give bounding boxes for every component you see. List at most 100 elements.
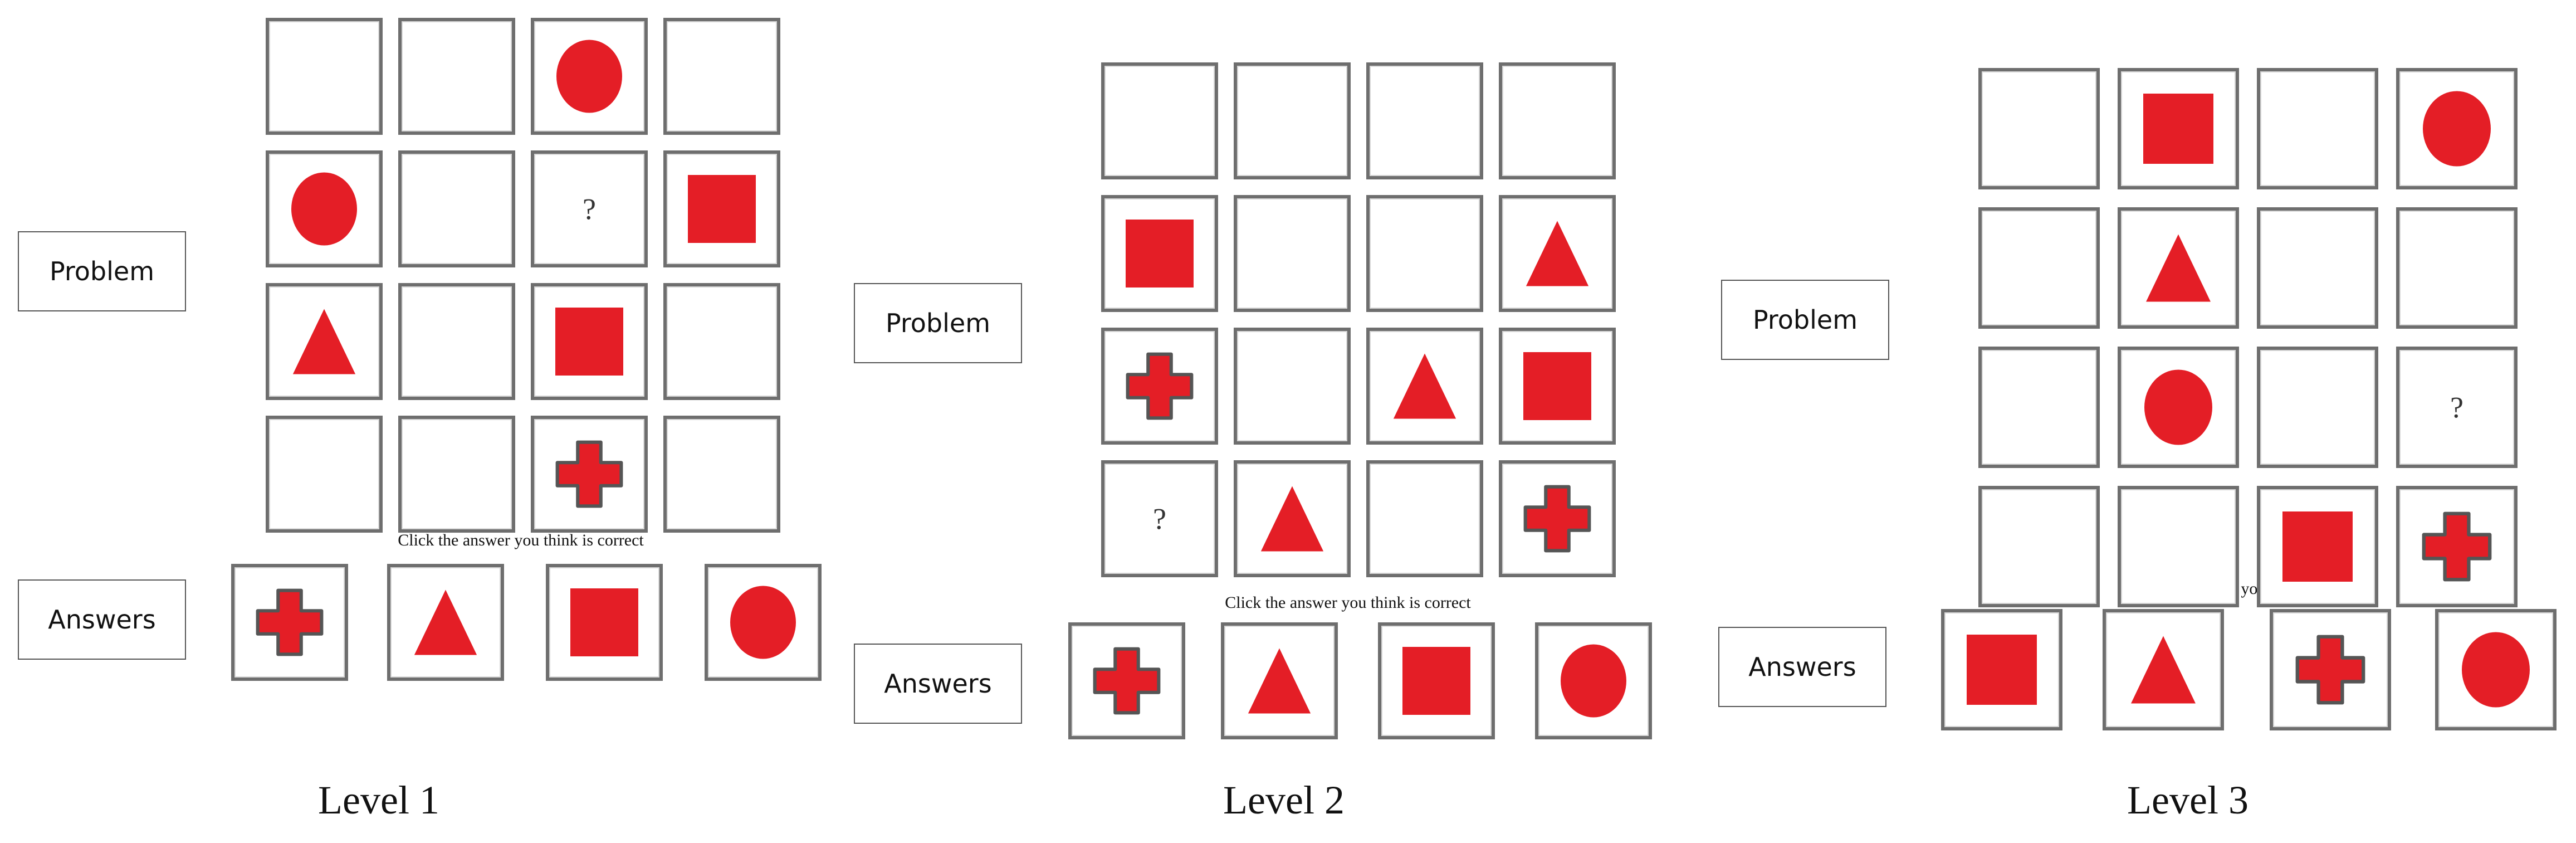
answer-option-triangle[interactable]: [387, 564, 504, 681]
grid-cell: [1366, 460, 1483, 577]
cross-icon: [555, 440, 623, 508]
grid-cell: [663, 18, 780, 135]
grid-cell: [398, 150, 515, 267]
level-title: Level 3: [2127, 778, 2248, 822]
grid-cell: [1234, 460, 1351, 577]
grid-cell: [2118, 347, 2239, 468]
cross-icon: [1523, 485, 1591, 553]
grid-cell: [398, 283, 515, 400]
triangle-icon: [1526, 221, 1589, 286]
question-mark: ?: [2450, 391, 2463, 424]
grid-cell: [266, 150, 383, 267]
problem-label: Problem: [18, 231, 186, 311]
square-icon: [555, 308, 623, 376]
circle-icon: [291, 172, 357, 246]
square-icon: [688, 175, 756, 243]
answer-option-circle[interactable]: [1535, 622, 1652, 739]
square-icon: [1126, 220, 1194, 288]
answer-option-square[interactable]: [1941, 609, 2062, 730]
grid-cell: [2257, 347, 2378, 468]
grid-cell: [266, 283, 383, 400]
grid-cell: [1101, 62, 1218, 179]
triangle-icon: [1260, 486, 1324, 552]
cross-icon: [1093, 647, 1161, 715]
grid-cell: [1101, 328, 1218, 445]
grid-cell: [1366, 328, 1483, 445]
square-icon: [570, 588, 638, 656]
grid-cell: [266, 18, 383, 135]
grid-cell: [531, 416, 648, 533]
square-icon: [1967, 635, 2037, 705]
square-icon: [1523, 352, 1591, 420]
grid-cell: [1978, 347, 2100, 468]
grid-cell: [1978, 207, 2100, 329]
grid-cell: [2396, 486, 2518, 607]
answers-label: Answers: [854, 644, 1022, 724]
problem-label: Problem: [854, 283, 1022, 363]
grid-cell: [663, 283, 780, 400]
circle-icon: [2144, 369, 2212, 445]
square-icon: [1402, 647, 1470, 715]
grid-cell: [2257, 486, 2378, 607]
grid-cell: [663, 416, 780, 533]
answer-option-cross[interactable]: [1068, 622, 1185, 739]
grid-cell: [1499, 460, 1616, 577]
missing-cell: ?: [2396, 347, 2518, 468]
grid-cell: [398, 416, 515, 533]
circle-icon: [2462, 632, 2530, 708]
circle-icon: [556, 40, 622, 113]
answers-label: Answers: [18, 579, 186, 660]
missing-cell: ?: [1101, 460, 1218, 577]
answer-option-square[interactable]: [546, 564, 663, 681]
triangle-icon: [2146, 234, 2211, 302]
grid-cell: [1499, 328, 1616, 445]
square-icon: [2143, 94, 2213, 164]
grid-cell: [2257, 207, 2378, 329]
cross-icon: [2295, 635, 2365, 705]
grid-cell: [1978, 486, 2100, 607]
triangle-icon: [292, 309, 356, 374]
grid-cell: [2257, 68, 2378, 189]
question-mark: ?: [1153, 502, 1166, 535]
question-mark: ?: [583, 192, 596, 226]
grid-cell: [1234, 62, 1351, 179]
grid-cell: [1234, 328, 1351, 445]
triangle-icon: [2131, 636, 2196, 704]
grid-cell: [398, 18, 515, 135]
cross-icon: [256, 588, 324, 656]
instruction-caption: Click the answer you think is correct: [398, 531, 644, 549]
answers-label: Answers: [1718, 627, 1886, 707]
answer-option-circle[interactable]: [2435, 609, 2557, 730]
grid-cell: [531, 18, 648, 135]
instruction-caption: Click the answer you think is correct: [1225, 593, 1471, 612]
grid-cell: [1234, 195, 1351, 312]
answer-option-triangle[interactable]: [1221, 622, 1338, 739]
circle-icon: [1561, 644, 1626, 718]
grid-cell: [1978, 68, 2100, 189]
circle-icon: [2423, 91, 2491, 167]
answer-option-circle[interactable]: [705, 564, 822, 681]
circle-icon: [730, 586, 796, 659]
answer-option-cross[interactable]: [231, 564, 348, 681]
missing-cell: ?: [531, 150, 648, 267]
grid-cell: [2118, 207, 2239, 329]
grid-cell: [2118, 486, 2239, 607]
grid-cell: [1499, 195, 1616, 312]
level-title: Level 2: [1223, 778, 1345, 822]
triangle-icon: [414, 589, 477, 655]
grid-cell: [2396, 207, 2518, 329]
problem-label: Problem: [1721, 280, 1889, 360]
grid-cell: [531, 283, 648, 400]
answer-option-cross[interactable]: [2270, 609, 2391, 730]
grid-cell: [1366, 62, 1483, 179]
grid-cell: [1101, 195, 1218, 312]
square-icon: [2282, 511, 2353, 582]
grid-cell: [1366, 195, 1483, 312]
cross-icon: [2422, 511, 2492, 582]
grid-cell: [2396, 68, 2518, 189]
answer-option-square[interactable]: [1378, 622, 1495, 739]
answer-option-triangle[interactable]: [2103, 609, 2224, 730]
triangle-icon: [1248, 648, 1311, 714]
grid-cell: [663, 150, 780, 267]
triangle-icon: [1393, 353, 1456, 419]
